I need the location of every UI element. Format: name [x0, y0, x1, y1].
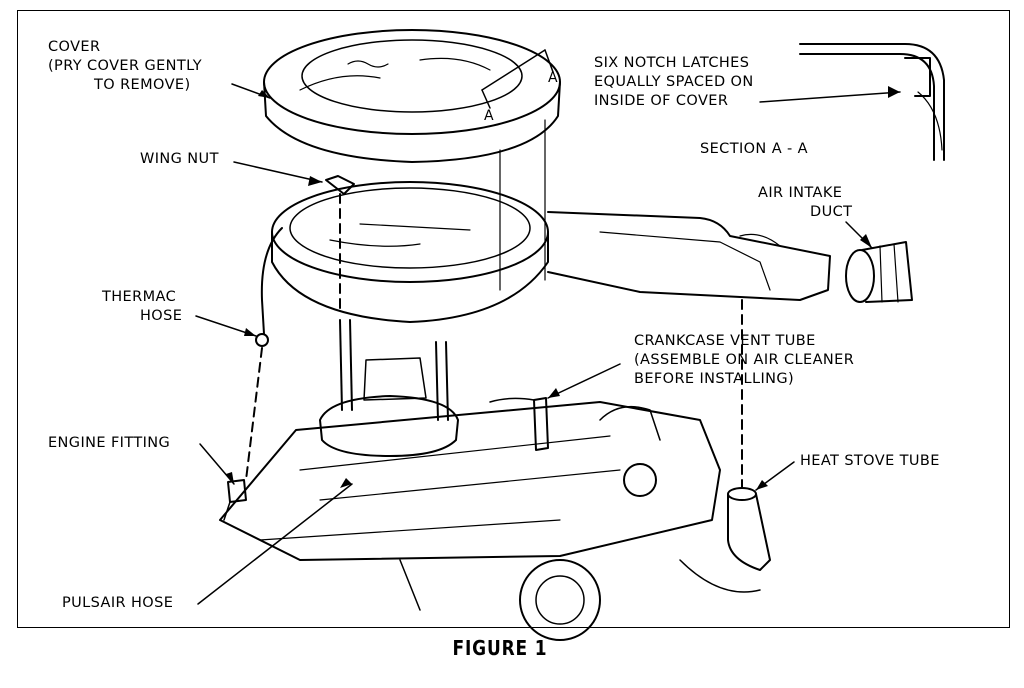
- label-cover-line3: TO REMOVE): [94, 77, 191, 93]
- snorkel: [547, 211, 831, 301]
- air-intake-duct-hose: [845, 241, 913, 303]
- label-cover-line2: (PRY COVER GENTLY: [48, 58, 202, 74]
- label-air-intake-line1: AIR INTAKE: [758, 185, 843, 201]
- label-six-notch-line3: INSIDE OF COVER: [594, 93, 729, 109]
- label-crankcase-line1: CRANKCASE VENT TUBE: [634, 333, 816, 349]
- label-engine-fitting: ENGINE FITTING: [48, 435, 171, 451]
- label-crankcase-line3: BEFORE INSTALLING): [634, 371, 795, 387]
- notch-latch-detail: [799, 43, 945, 161]
- section-marker-a-left: A: [484, 108, 494, 124]
- thermac-hose-part: [245, 227, 283, 481]
- wing-nut-part: [325, 175, 355, 313]
- label-cover-line1: COVER: [48, 39, 101, 55]
- crankcase-vent-tube: [489, 397, 549, 451]
- carburetor: [319, 319, 459, 457]
- label-six-notch-line2: EQUALLY SPACED ON: [594, 74, 754, 90]
- label-thermac-line1: THERMAC: [102, 289, 177, 305]
- label-heat-stove-tube: HEAT STOVE TUBE: [800, 453, 940, 469]
- label-pulsair-hose: PULSAIR HOSE: [62, 595, 174, 611]
- engine-manifold: [219, 401, 761, 641]
- section-marker-a-right: A: [548, 70, 558, 86]
- section-title: SECTION A - A: [700, 141, 808, 157]
- engine-fitting-part: [223, 479, 247, 521]
- section-cut-lines: [481, 49, 554, 109]
- label-thermac-line2: HOSE: [140, 308, 183, 324]
- figure-caption: FIGURE 1: [452, 636, 548, 660]
- figure-frame: [17, 10, 1010, 628]
- label-wing-nut: WING NUT: [140, 151, 219, 167]
- label-air-intake-line2: DUCT: [810, 204, 853, 220]
- leader-arrowheads: [226, 86, 900, 490]
- heat-stove-tube: [727, 299, 771, 571]
- label-crankcase-line2: (ASSEMBLE ON AIR CLEANER: [634, 352, 855, 368]
- label-six-notch-line1: SIX NOTCH LATCHES: [594, 55, 750, 71]
- air-cleaner-cover: [263, 29, 561, 163]
- air-cleaner-base: [271, 119, 549, 323]
